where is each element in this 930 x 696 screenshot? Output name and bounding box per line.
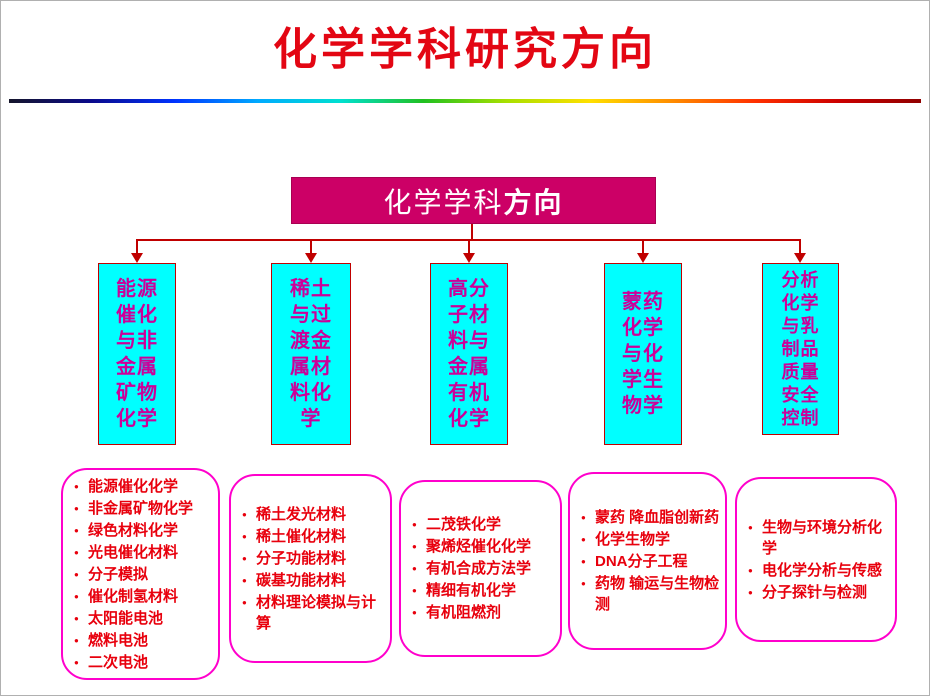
branch-box-5: 分析 化学 与乳 制品 质量 安全 控制	[762, 263, 839, 435]
research-item: 二次电池	[73, 652, 213, 673]
detail-box-2: 稀土发光材料稀土催化材料分子功能材料碳基功能材料材料理论模拟与计算	[229, 474, 392, 663]
branch-label-2: 稀土 与过 渡金 属材 料化 学	[290, 278, 332, 430]
research-item: 稀土催化材料	[241, 526, 385, 547]
arrow-down-icon	[637, 253, 649, 263]
item-list-2: 稀土发光材料稀土催化材料分子功能材料碳基功能材料材料理论模拟与计算	[241, 503, 385, 635]
detail-box-5: 生物与环境分析化学电化学分析与传感分子探针与检测	[735, 477, 897, 642]
research-item: 蒙药 降血脂创新药	[580, 507, 720, 528]
connector-stem	[471, 224, 473, 240]
research-item: 二茂铁化学	[411, 514, 555, 535]
branch-box-3: 高分 子材 料与 金属 有机 化学	[430, 263, 508, 445]
item-list-1: 能源催化化学非金属矿物化学绿色材料化学光电催化材料分子模拟催化制氢材料太阳能电池…	[73, 475, 213, 674]
arrow-down-icon	[305, 253, 317, 263]
connector-horizontal	[136, 239, 801, 241]
research-item: 能源催化化学	[73, 476, 213, 497]
rainbow-divider	[9, 99, 921, 103]
branch-label-5: 分析 化学 与乳 制品 质量 安全 控制	[781, 269, 820, 428]
detail-box-3: 二茂铁化学聚烯烃催化化学有机合成方法学精细有机化学有机阻燃剂	[399, 480, 562, 657]
branch-label-1: 能源 催化 与非 金属 矿物 化学	[116, 278, 158, 430]
research-item: DNA分子工程	[580, 551, 720, 572]
research-item: 光电催化材料	[73, 542, 213, 563]
connector-drop-3	[468, 241, 470, 254]
research-item: 燃料电池	[73, 630, 213, 651]
research-item: 绿色材料化学	[73, 520, 213, 541]
root-label: 化学学科	[383, 186, 504, 218]
research-item: 分子探针与检测	[747, 582, 890, 603]
branch-box-2: 稀土 与过 渡金 属材 料化 学	[271, 263, 351, 445]
root-node: 化学学科方向	[291, 177, 656, 224]
research-item: 非金属矿物化学	[73, 498, 213, 519]
arrow-down-icon	[131, 253, 143, 263]
research-item: 催化制氢材料	[73, 586, 213, 607]
branch-box-4: 蒙药 化学 与化 学生 物学	[604, 263, 682, 445]
connector-drop-5	[799, 241, 801, 254]
research-item: 太阳能电池	[73, 608, 213, 629]
research-item: 材料理论模拟与计算	[241, 592, 385, 634]
research-item: 碳基功能材料	[241, 570, 385, 591]
connector-drop-2	[310, 241, 312, 254]
research-item: 分子功能材料	[241, 548, 385, 569]
item-list-5: 生物与环境分析化学电化学分析与传感分子探针与检测	[747, 516, 890, 604]
arrow-down-icon	[794, 253, 806, 263]
research-item: 有机阻燃剂	[411, 602, 555, 623]
item-list-4: 蒙药 降血脂创新药化学生物学DNA分子工程药物 输运与生物检测	[580, 506, 720, 616]
research-item: 药物 输运与生物检测	[580, 573, 720, 615]
connector-drop-1	[136, 241, 138, 254]
research-item: 生物与环境分析化学	[747, 517, 890, 559]
detail-box-4: 蒙药 降血脂创新药化学生物学DNA分子工程药物 输运与生物检测	[568, 472, 727, 650]
research-item: 稀土发光材料	[241, 504, 385, 525]
branch-label-4: 蒙药 化学 与化 学生 物学	[622, 291, 664, 417]
root-label-bold: 方向	[503, 186, 564, 218]
detail-box-1: 能源催化化学非金属矿物化学绿色材料化学光电催化材料分子模拟催化制氢材料太阳能电池…	[61, 468, 220, 680]
research-item: 聚烯烃催化化学	[411, 536, 555, 557]
connector-drop-4	[642, 241, 644, 254]
item-list-3: 二茂铁化学聚烯烃催化化学有机合成方法学精细有机化学有机阻燃剂	[411, 513, 555, 624]
page-title: 化学学科研究方向	[273, 25, 657, 74]
branch-box-1: 能源 催化 与非 金属 矿物 化学	[98, 263, 176, 445]
research-item: 化学生物学	[580, 529, 720, 550]
research-item: 分子模拟	[73, 564, 213, 585]
research-item: 电化学分析与传感	[747, 560, 890, 581]
research-item: 有机合成方法学	[411, 558, 555, 579]
branch-label-3: 高分 子材 料与 金属 有机 化学	[448, 278, 490, 430]
arrow-down-icon	[463, 253, 475, 263]
research-item: 精细有机化学	[411, 580, 555, 601]
